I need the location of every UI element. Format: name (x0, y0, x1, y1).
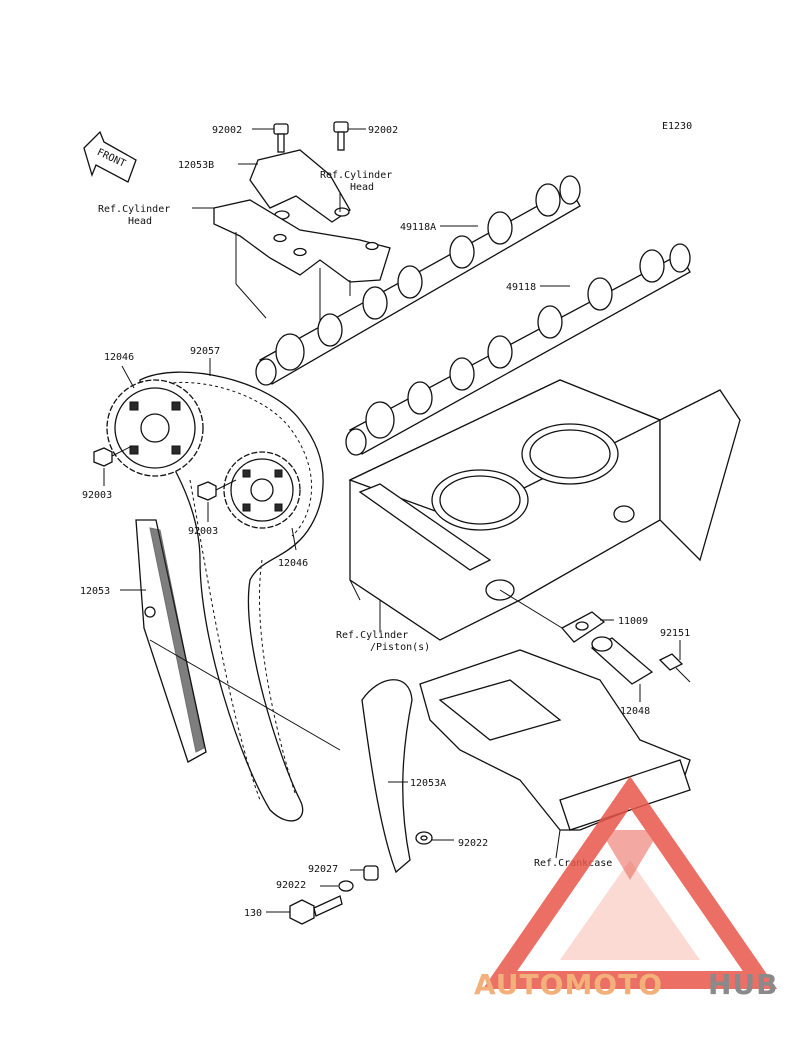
label-92057: 92057 (190, 346, 220, 357)
cylinder-block (348, 379, 741, 641)
label-92003-right: 92003 (188, 526, 218, 537)
label-92022-right: 92022 (458, 838, 488, 849)
label-12048: 12048 (620, 706, 650, 717)
chain-guide-12053 (120, 519, 341, 763)
cam-cap-12053B (238, 149, 351, 223)
sprocket-12046-top (106, 365, 204, 477)
label-ref-cyl-piston-1: Ref.Cylinder (336, 630, 408, 641)
washer-92022-right (415, 831, 454, 845)
sprocket-12046-bottom (223, 451, 301, 551)
collar-92027 (350, 865, 379, 881)
label-92002-right: 92002 (368, 125, 398, 136)
bolt-92151 (658, 640, 691, 683)
bolt-92002-left (252, 123, 289, 153)
label-49118A: 49118A (400, 222, 436, 233)
label-ref-cyl-piston-2: /Piston(s) (370, 642, 430, 653)
label-49118: 49118 (506, 282, 536, 293)
washer-92022-left (320, 880, 354, 892)
label-130: 130 (244, 908, 262, 919)
label-92151: 92151 (660, 628, 690, 639)
bolt-92002-right (333, 121, 366, 151)
cylinder-head-housing (213, 199, 391, 326)
label-ref-head-left-2: Head (128, 216, 152, 227)
label-12046-top: 12046 (104, 352, 134, 363)
label-ref-head-right-1: Ref.Cylinder (320, 170, 392, 181)
gasket-11009 (499, 589, 614, 643)
automotohub-watermark (482, 776, 778, 989)
label-12053A: 12053A (410, 778, 446, 789)
label-92022-left: 92022 (276, 880, 306, 891)
label-ref-head-left-1: Ref.Cylinder (98, 204, 170, 215)
front-arrow-icon: FRONT (83, 130, 137, 183)
label-ref-head-right-2: Head (350, 182, 374, 193)
label-92002-left: 92002 (212, 125, 242, 136)
label-11009: 11009 (618, 616, 648, 627)
camshaft-49118 (345, 243, 691, 456)
label-92027: 92027 (308, 864, 338, 875)
bolt-92003-left (93, 445, 133, 486)
watermark-brand-part1: AUTOMOTO (474, 968, 663, 1001)
label-92003-left: 92003 (82, 490, 112, 501)
bolt-130 (266, 895, 343, 925)
watermark-brand-part2: HUB (708, 968, 779, 1001)
guide-12053A (361, 679, 413, 874)
camshaft-49118A (255, 175, 581, 386)
label-12046-bottom: 12046 (278, 558, 308, 569)
tensioner-12048 (590, 636, 654, 702)
label-12053: 12053 (80, 586, 110, 597)
bolt-92003-right (197, 479, 237, 522)
diagram-code: E1230 (662, 121, 692, 132)
label-12053B: 12053B (178, 160, 214, 171)
